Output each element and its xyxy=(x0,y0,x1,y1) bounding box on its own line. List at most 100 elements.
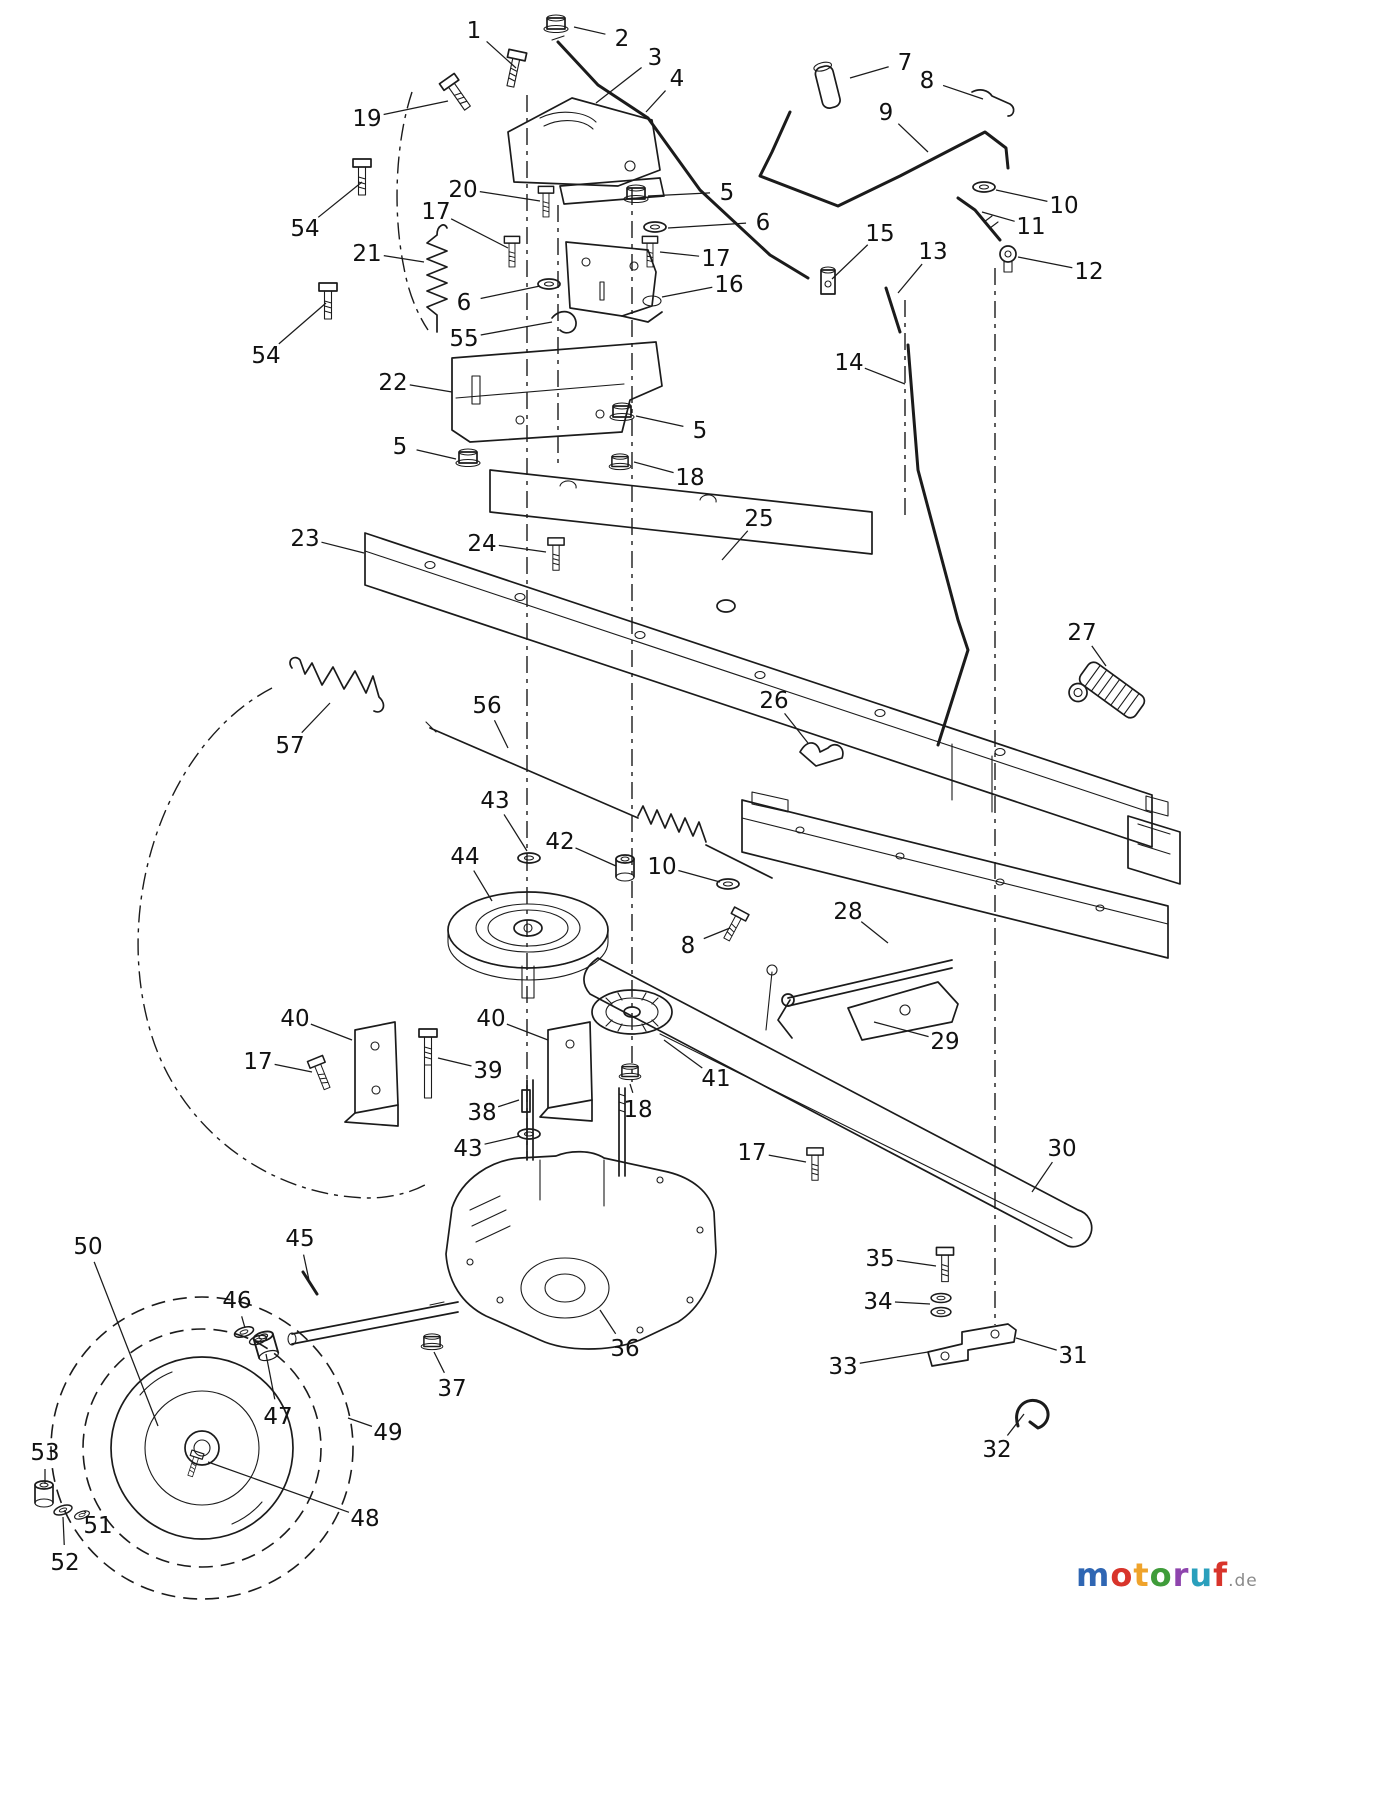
callout-label-23: 23 xyxy=(290,526,319,552)
callout-leader-line xyxy=(310,1023,353,1041)
callout-leader-line xyxy=(480,321,553,336)
callout-label-20: 20 xyxy=(448,177,477,203)
control-rod-long xyxy=(820,266,970,747)
callout-label-5: 5 xyxy=(720,180,735,206)
callout-leader-line xyxy=(1091,645,1107,667)
callout-label-40: 40 xyxy=(476,1006,505,1032)
callout-label-6: 6 xyxy=(457,290,472,316)
callout-label-48: 48 xyxy=(350,1506,379,1532)
retainer-hook xyxy=(1015,1399,1050,1430)
callout-label-14: 14 xyxy=(834,350,863,376)
axle-spacer-47 xyxy=(251,1328,281,1364)
callout-label-42: 42 xyxy=(545,829,574,855)
callout-leader-line xyxy=(873,1021,929,1038)
watermark-letter: u xyxy=(1189,1556,1214,1594)
callout-leader-line xyxy=(721,530,749,561)
callout-label-3: 3 xyxy=(648,45,663,71)
callout-label-33: 33 xyxy=(828,1354,857,1380)
callout-leader-line xyxy=(498,544,547,553)
callout-label-17: 17 xyxy=(243,1049,272,1075)
callout-leader-line xyxy=(1015,1337,1057,1351)
callout-leader-line xyxy=(497,1099,520,1108)
callout-label-19: 19 xyxy=(352,106,381,132)
callout-leader-line xyxy=(633,461,674,474)
callout-leader-line xyxy=(897,263,923,294)
callout-label-38: 38 xyxy=(467,1100,496,1126)
callout-leader-line xyxy=(703,927,731,940)
callout-label-49: 49 xyxy=(373,1420,402,1446)
callout-leader-line xyxy=(860,921,889,944)
watermark-letter: t xyxy=(1133,1556,1150,1594)
callout-label-8: 8 xyxy=(920,68,935,94)
callout-leader-line xyxy=(409,384,453,393)
roll-pin xyxy=(521,1089,531,1113)
callout-leader-line xyxy=(506,1023,549,1041)
callout-leader-line xyxy=(1017,256,1073,269)
callout-leader-line xyxy=(493,720,509,749)
spring-hook xyxy=(551,310,577,334)
phantom-center-lines xyxy=(137,91,996,1325)
watermark-letter: r xyxy=(1172,1556,1190,1594)
footrest-grip xyxy=(1068,661,1146,719)
callout-leader-line xyxy=(1006,1413,1025,1436)
callout-label-12: 12 xyxy=(1074,259,1103,285)
callout-leader-line xyxy=(894,1301,931,1305)
frame-rail-right xyxy=(741,743,1169,959)
clutch-rod-with-grip xyxy=(758,61,1015,208)
callout-leader-line xyxy=(241,1316,246,1329)
callout-label-25: 25 xyxy=(744,506,773,532)
callout-label-5: 5 xyxy=(393,434,408,460)
callout-label-9: 9 xyxy=(879,100,894,126)
callout-label-45: 45 xyxy=(285,1226,314,1252)
callout-label-29: 29 xyxy=(930,1029,959,1055)
callout-leader-line xyxy=(667,222,747,229)
callout-leader-line xyxy=(659,251,700,257)
callout-label-17: 17 xyxy=(421,199,450,225)
callout-leader-line xyxy=(484,1135,521,1145)
callout-label-30: 30 xyxy=(1047,1136,1076,1162)
callout-label-46: 46 xyxy=(222,1288,251,1314)
callout-leader-line xyxy=(416,449,457,460)
callout-leader-line xyxy=(274,1063,313,1073)
support-bracket xyxy=(451,341,663,443)
watermark-letter: o xyxy=(1110,1556,1134,1594)
callout-leader-line xyxy=(473,870,493,902)
callout-label-21: 21 xyxy=(352,241,381,267)
callout-leader-line xyxy=(433,1351,445,1374)
callout-label-6: 6 xyxy=(756,210,771,236)
callout-leader-line xyxy=(437,1057,472,1067)
callout-label-27: 27 xyxy=(1067,620,1096,646)
callout-label-22: 22 xyxy=(378,370,407,396)
callout-leader-line xyxy=(383,100,449,116)
stack-pulley xyxy=(447,891,609,999)
callout-label-2: 2 xyxy=(615,26,630,52)
callout-leader-line xyxy=(678,869,721,883)
callout-label-54: 54 xyxy=(251,343,280,369)
brake-link-rod xyxy=(956,196,1017,273)
callout-leader-line xyxy=(859,1351,929,1364)
callout-leader-line xyxy=(629,1083,634,1093)
callout-leader-line xyxy=(784,712,809,744)
callout-label-32: 32 xyxy=(982,1437,1011,1463)
callout-label-57: 57 xyxy=(275,733,304,759)
callout-leader-line xyxy=(207,1461,350,1513)
callout-label-15: 15 xyxy=(865,221,894,247)
callout-leader-line xyxy=(942,84,984,100)
transaxle xyxy=(287,1079,717,1350)
callout-leader-line xyxy=(897,123,929,153)
callout-leader-line xyxy=(647,192,711,197)
callout-label-10: 10 xyxy=(1049,193,1078,219)
frame-rail-left xyxy=(364,532,1181,885)
watermark-letter: m xyxy=(1076,1556,1111,1594)
callout-label-26: 26 xyxy=(759,688,788,714)
callout-leader-line xyxy=(896,1259,937,1267)
hanger-bracket xyxy=(927,1323,1017,1367)
callout-label-36: 36 xyxy=(610,1336,639,1362)
watermark[interactable]: motoruf.de xyxy=(1076,1556,1258,1594)
callout-leader-line xyxy=(635,415,684,427)
watermark-letter: f xyxy=(1213,1556,1229,1594)
flat-washers xyxy=(52,181,996,1522)
callout-leader-line xyxy=(62,1516,65,1546)
shift-rod xyxy=(551,35,810,280)
callout-label-1: 1 xyxy=(467,18,482,44)
